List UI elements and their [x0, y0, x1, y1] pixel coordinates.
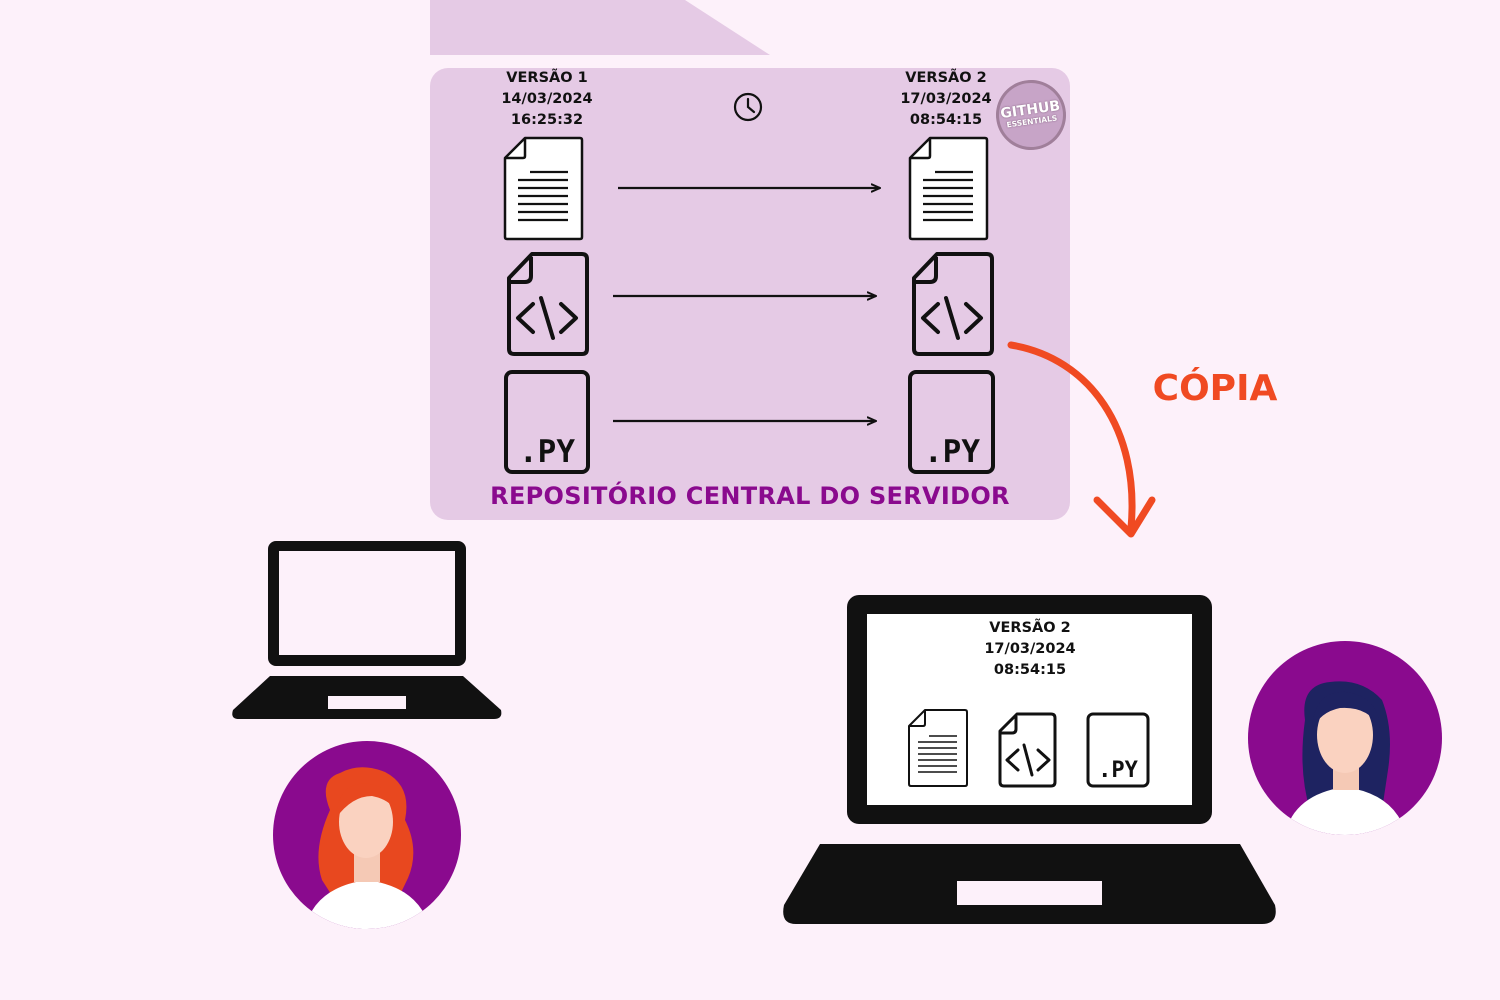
local-version-name: VERSÃO 2 — [989, 620, 1071, 636]
local-version-date: 17/03/2024 — [984, 641, 1076, 657]
python-file-label: .PY — [924, 434, 980, 470]
repository-title: REPOSITÓRIO CENTRAL DO SERVIDOR — [490, 482, 1010, 510]
right-user-avatar — [1248, 641, 1442, 835]
copy-label: CÓPIA — [1152, 368, 1278, 409]
version-2-label: VERSÃO 2 17/03/2024 08:54:15 — [856, 68, 1036, 131]
document-icon — [908, 709, 968, 787]
python-file-icon: .PY — [1086, 712, 1150, 788]
version-1-name: VERSÃO 1 — [506, 70, 588, 86]
version-2-date: 17/03/2024 — [900, 91, 992, 107]
left-laptop-icon — [232, 541, 502, 719]
version-2-name: VERSÃO 2 — [905, 70, 987, 86]
code-file-icon — [507, 252, 589, 356]
python-file-icon: .PY — [908, 370, 995, 474]
version-1-label: VERSÃO 1 14/03/2024 16:25:32 — [457, 68, 637, 131]
document-icon — [908, 136, 989, 241]
code-file-icon — [998, 712, 1057, 788]
version-1-time: 16:25:32 — [510, 112, 584, 128]
python-file-label: .PY — [1098, 758, 1138, 783]
local-version-time: 08:54:15 — [993, 662, 1067, 678]
document-icon — [503, 136, 584, 241]
python-file-icon: .PY — [504, 370, 590, 474]
code-file-icon — [912, 252, 994, 356]
clock-icon — [733, 92, 763, 122]
copy-arrow — [1007, 341, 1156, 538]
left-user-avatar — [273, 741, 461, 929]
local-version-label: VERSÃO 2 17/03/2024 08:54:15 — [940, 618, 1120, 681]
version-2-time: 08:54:15 — [909, 112, 983, 128]
version-1-date: 14/03/2024 — [501, 91, 593, 107]
python-file-label: .PY — [519, 434, 575, 470]
